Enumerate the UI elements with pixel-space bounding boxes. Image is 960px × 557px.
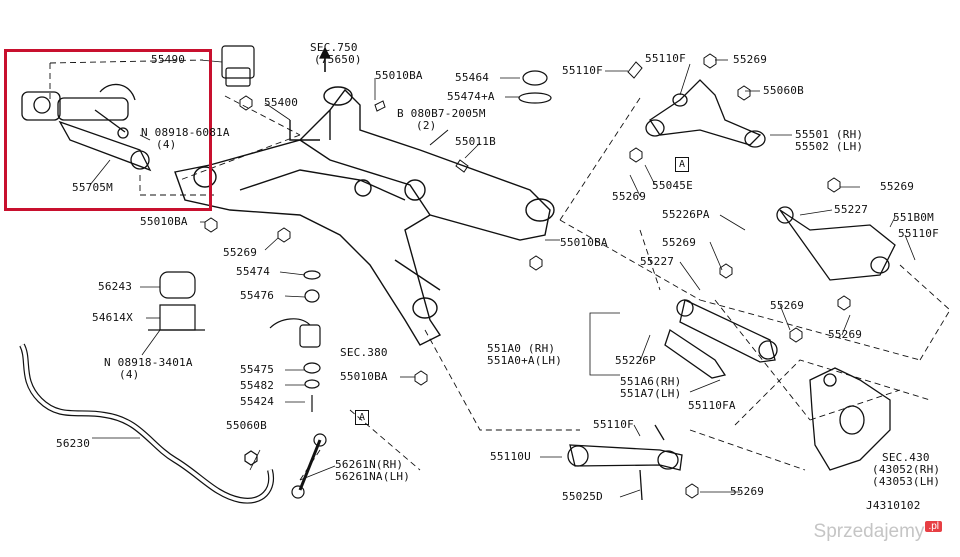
label-55269-h: 55269 [730,485,765,498]
label-55502: 55502 (LH) [795,140,864,153]
label-sec380: SEC.380 [340,346,388,359]
label-080b7: B 080B7-2005M [397,107,486,120]
label-56261na: 56261NA(LH) [335,470,411,483]
label-55400: 55400 [264,96,299,109]
label-55501: 55501 (RH) [795,128,864,141]
label-55010ba-d: 55010BA [340,370,388,383]
label-55226p: 55226P [615,354,656,367]
label-sec430: SEC.430 [882,451,930,464]
label-55424: 55424 [240,395,275,408]
label-55110fa: 55110FA [688,399,736,412]
label-56261n: 56261N(RH) [335,458,404,471]
label-55010ba-b: 55010BA [375,69,423,82]
label-56230: 56230 [56,437,91,450]
label-551a6: 551A6(RH) [620,375,682,388]
drawing-code: J4310102 [866,499,921,512]
label-55110f-a: 55110F [562,64,603,77]
highlight-frame [4,49,212,211]
label-551a7: 551A7(LH) [620,387,682,400]
label-sec430-lh: (43053(LH) [872,475,941,488]
label-55269-d: 55269 [880,180,915,193]
label-551a0a: 551A0+A(LH) [487,354,563,367]
label-55025d: 55025D [562,490,603,503]
label-55475: 55475 [240,363,275,376]
label-55110f-d: 55110F [593,418,634,431]
label-55269-g: 55269 [828,328,863,341]
label-55110u: 55110U [490,450,531,463]
watermark: Sprzedajemy.pl [814,521,942,543]
label-56243: 56243 [98,280,133,293]
label-55474a: 55474+A [447,90,495,103]
label-551a0: 551A0 (RH) [487,342,556,355]
label-55474: 55474 [236,265,271,278]
label-sec430-rh: (43052(RH) [872,463,941,476]
label-08918-6081a: N 08918-6081A [141,126,230,139]
label-55110f-b: 55110F [645,52,686,65]
label-55490: 55490 [151,53,186,66]
label-55476: 55476 [240,289,275,302]
ref-box-a-upper: A [675,157,689,172]
label-55226pa: 55226PA [662,208,710,221]
watermark-text: Sprzedajemy [813,521,925,542]
label-55227-b: 55227 [640,255,675,268]
label-08918-3401a-qty: (4) [119,368,140,381]
label-08918-3401a: N 08918-3401A [104,356,193,369]
label-sec750-ref: (75650) [314,53,362,66]
label-54614x: 54614X [92,311,133,324]
label-55110f-c: 55110F [898,227,939,240]
label-55011b: 55011B [455,135,496,148]
label-55269-b: 55269 [733,53,768,66]
label-55060b-a: 55060B [763,84,804,97]
label-55269-a: 55269 [223,246,258,259]
label-55010ba-a: 55010BA [140,215,188,228]
label-55060b-b: 55060B [226,419,267,432]
label-sec750: SEC.750 [310,41,358,54]
label-55269-c: 55269 [612,190,647,203]
label-55269-f: 55269 [770,299,805,312]
label-55482: 55482 [240,379,275,392]
ref-box-a-lower: A [355,410,369,425]
label-55045e: 55045E [652,179,693,192]
label-08918-6081a-qty: (4) [156,138,177,151]
label-551b0m: 551B0M [893,211,934,224]
label-080b7-qty: (2) [416,119,437,132]
label-55464: 55464 [455,71,490,84]
label-55010ba-c: 55010BA [560,236,608,249]
watermark-badge: .pl [925,521,942,532]
label-55705m: 55705M [72,181,113,194]
label-55227-a: 55227 [834,203,869,216]
label-55269-e: 55269 [662,236,697,249]
